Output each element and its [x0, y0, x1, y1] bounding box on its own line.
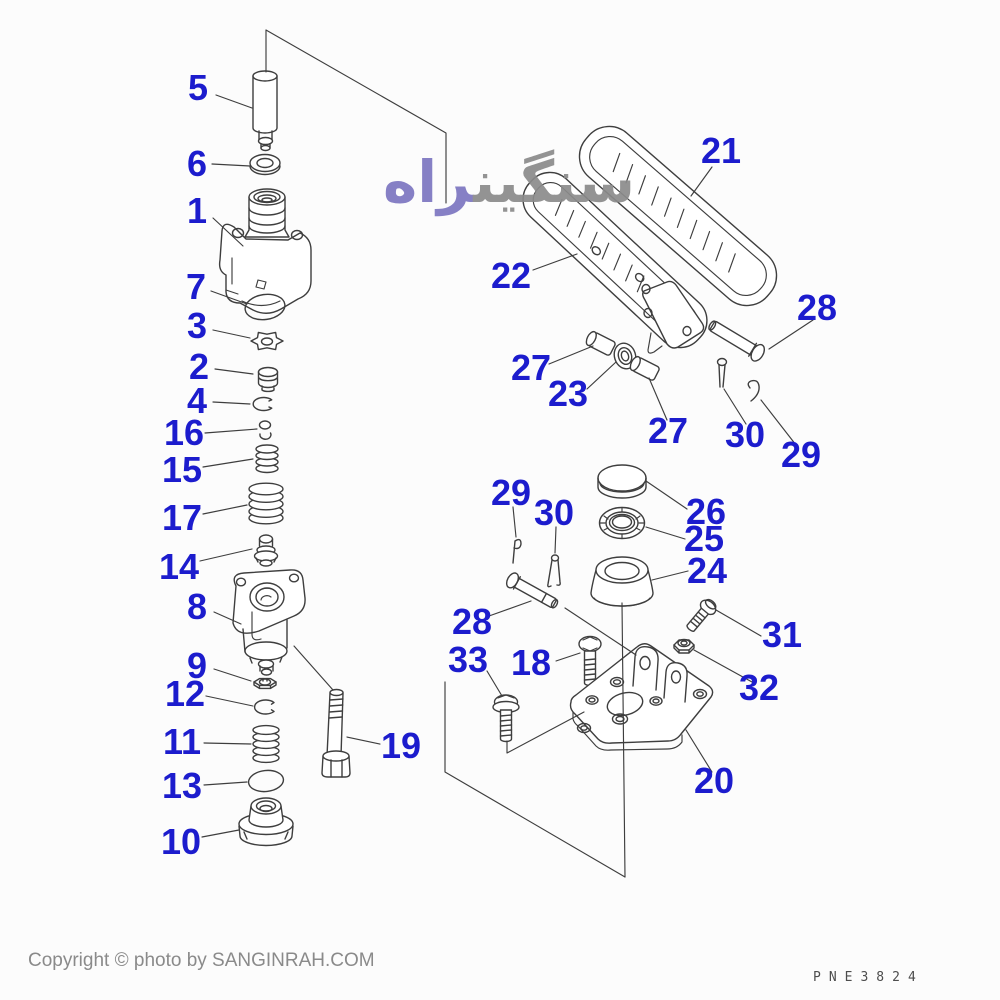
callout-29: 29	[780, 434, 822, 475]
callout-26: 26	[685, 491, 727, 532]
part-12-snap-ring	[253, 699, 275, 715]
part-30-cotter-pin-left	[547, 554, 561, 588]
part-15-spring-small	[255, 444, 279, 474]
callout-12: 12	[164, 673, 206, 714]
part-30-cotter-pin-right	[716, 357, 728, 388]
callout-30: 30	[724, 414, 766, 455]
part-28-pin-left	[505, 572, 559, 609]
part-1-valve-body	[218, 188, 312, 314]
callout-30: 30	[533, 492, 575, 533]
callout-31: 31	[761, 614, 803, 655]
part-29-clip-left	[512, 538, 522, 564]
watermark-word-sangin: سنگین	[473, 148, 635, 216]
callout-7: 7	[185, 266, 207, 307]
part-32-nut	[673, 638, 695, 654]
part-13-o-ring	[247, 769, 285, 793]
part-9-hex-nut	[253, 677, 277, 690]
part-2-piston-cup	[257, 366, 279, 393]
part-10-end-cap	[238, 797, 294, 847]
callout-23: 23	[547, 373, 589, 414]
part-19-bolt	[321, 688, 351, 778]
drawing-code: PNE3824	[813, 970, 924, 985]
part-5-plunger	[252, 70, 278, 152]
part-8-lower-body	[232, 569, 306, 676]
callout-25: 25	[683, 518, 725, 559]
construction-lines	[265, 29, 637, 878]
part-24-boot	[590, 556, 654, 607]
callout-33: 33	[447, 639, 489, 680]
part-25-seal	[598, 506, 646, 540]
callout-15: 15	[161, 449, 203, 490]
part-11-spring	[252, 724, 280, 764]
part-31-bolt	[686, 598, 717, 632]
callout-17: 17	[161, 497, 203, 538]
part-27-bushing-lower	[629, 355, 660, 381]
part-hinge-bracket	[641, 280, 705, 354]
part-28-hinge-pin-right	[708, 320, 766, 362]
callout-13: 13	[161, 765, 203, 806]
part-26-cap	[597, 464, 647, 499]
part-3-star-retainer	[250, 331, 284, 351]
callout-22: 22	[490, 255, 532, 296]
part-14-valve-poppet	[253, 534, 279, 567]
copyright-text: Copyright © photo by SANGINRAH.COM	[28, 950, 375, 971]
part-21-pedal-pad	[578, 125, 778, 307]
callout-16: 16	[163, 412, 205, 453]
callout-32: 32	[738, 667, 780, 708]
part-29-clip-right	[747, 379, 760, 402]
watermark-word-rah: راه	[383, 148, 474, 216]
watermark: سنگینراه	[383, 153, 635, 211]
part-33-bolt	[492, 694, 520, 743]
callout-24: 24	[686, 550, 728, 591]
callout-3: 3	[186, 305, 208, 346]
callout-4: 4	[186, 380, 208, 421]
part-17-spring-large	[248, 482, 284, 525]
part-16-check-valve	[258, 420, 272, 440]
callout-27: 27	[510, 347, 552, 388]
callout-1: 1	[186, 190, 208, 231]
part-4-snap-ring	[252, 396, 273, 412]
callout-6: 6	[186, 143, 208, 184]
callout-18: 18	[510, 642, 552, 683]
callout-21: 21	[700, 130, 742, 171]
callout-28: 28	[796, 287, 838, 328]
callout-27: 27	[647, 410, 689, 451]
part-20-mounting-plate	[569, 643, 714, 751]
part-7-o-ring	[244, 293, 286, 321]
callout-8: 8	[186, 586, 208, 627]
callout-20: 20	[693, 760, 735, 801]
callout-9: 9	[186, 645, 208, 686]
callout-11: 11	[162, 721, 202, 762]
callout-29: 29	[490, 472, 532, 513]
leader-lines	[199, 94, 814, 838]
callout-10: 10	[160, 821, 202, 862]
part-23-grommet	[613, 342, 637, 370]
callout-5: 5	[187, 67, 209, 108]
callout-19: 19	[380, 725, 422, 766]
callout-14: 14	[158, 546, 200, 587]
part-27-bushing-upper	[585, 330, 616, 356]
part-6-seal-washer	[249, 153, 281, 176]
callout-28: 28	[451, 601, 493, 642]
callout-2: 2	[188, 346, 210, 387]
